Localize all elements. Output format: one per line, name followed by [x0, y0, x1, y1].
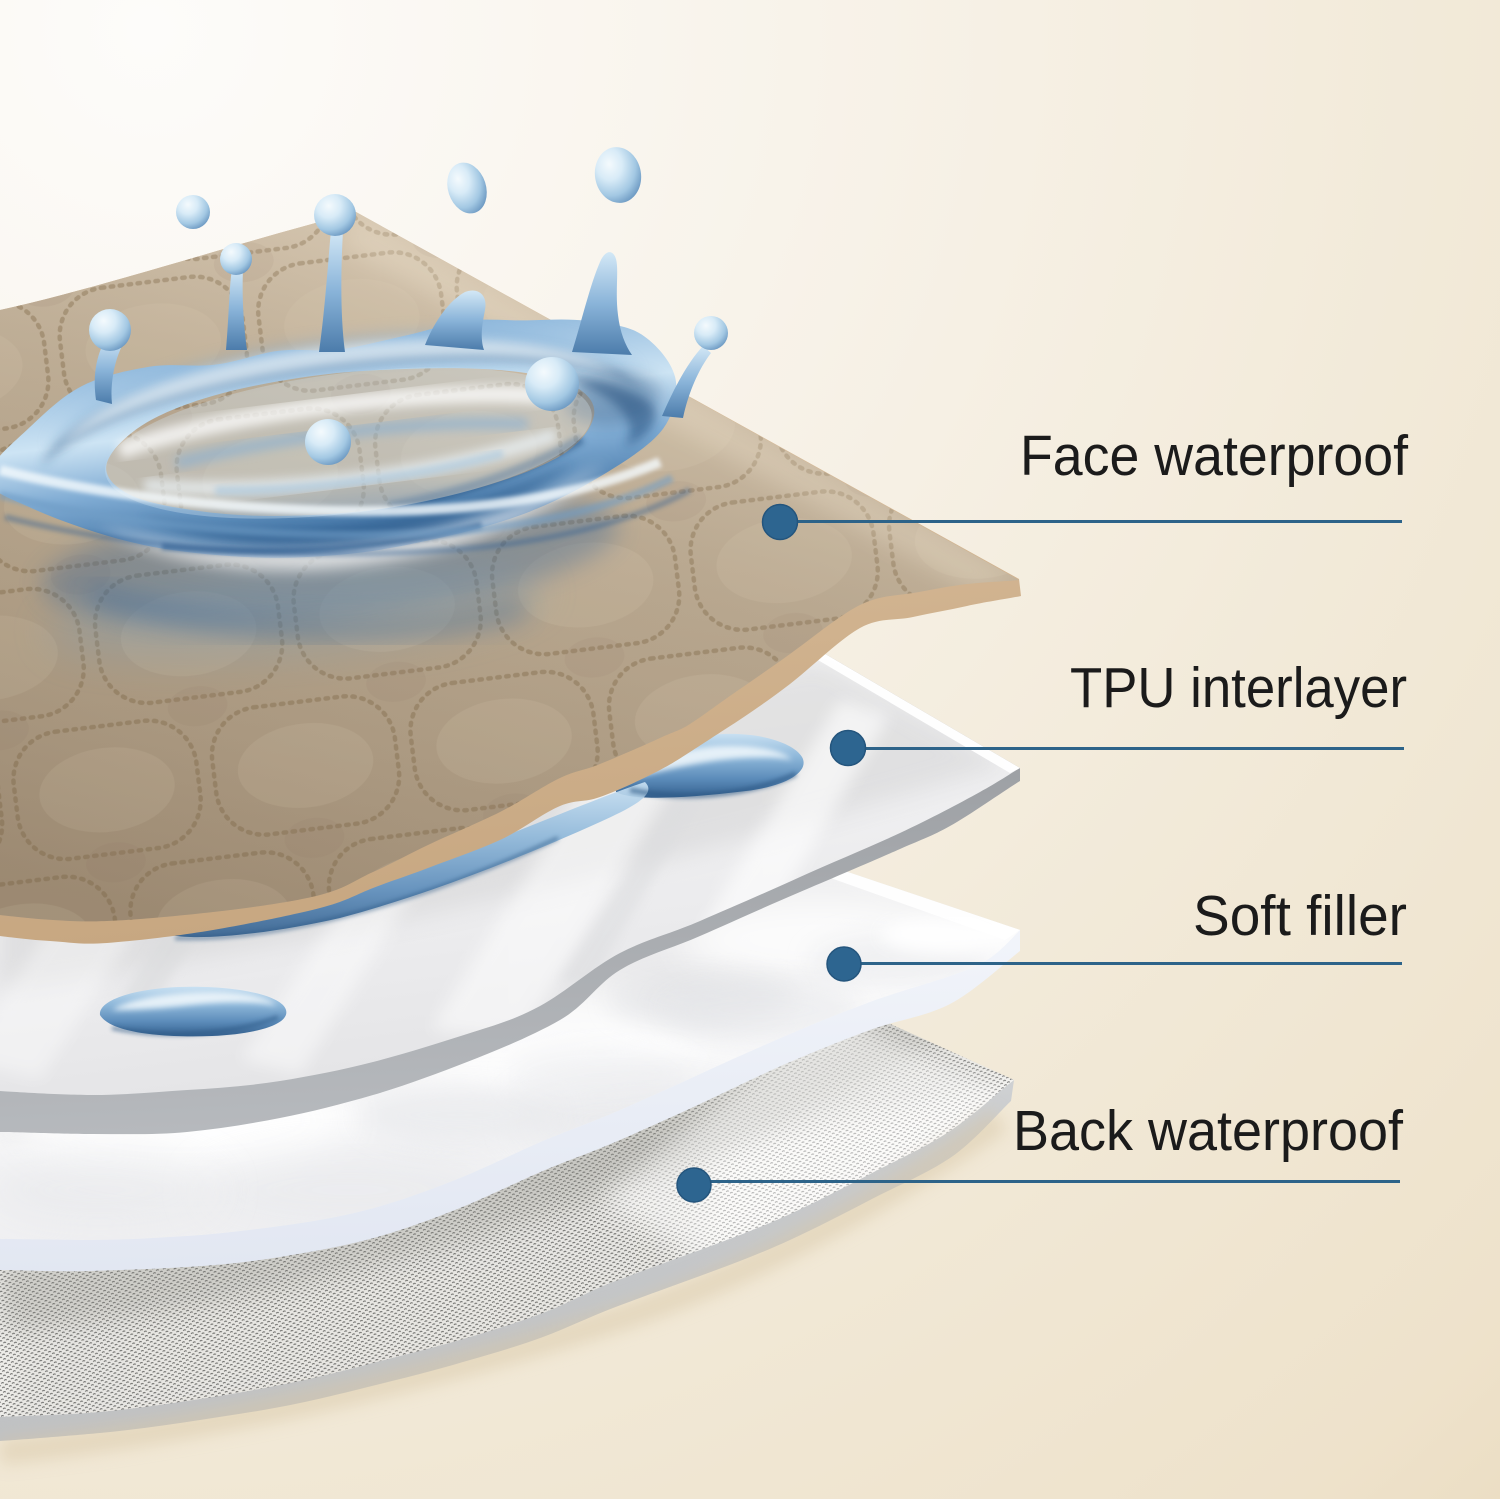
svg-text:Back waterproof: Back waterproof	[1013, 1099, 1403, 1163]
svg-text:TPU interlayer: TPU interlayer	[1070, 656, 1407, 720]
svg-text:Face waterproof: Face waterproof	[1020, 424, 1408, 488]
svg-text:Soft filler: Soft filler	[1193, 884, 1407, 948]
